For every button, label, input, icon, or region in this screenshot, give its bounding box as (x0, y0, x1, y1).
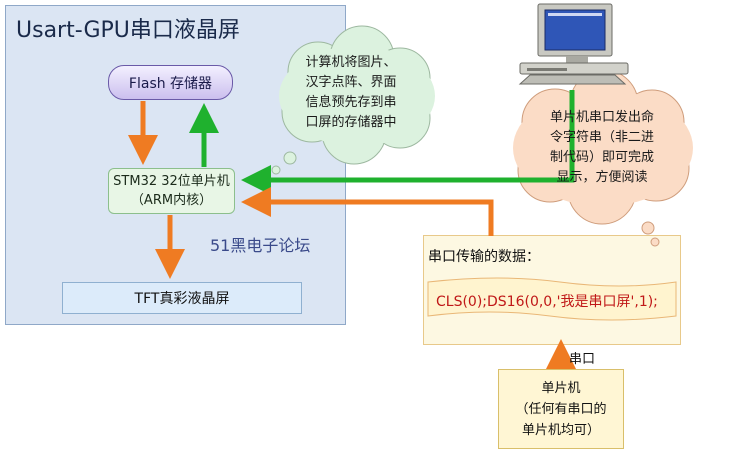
pc-to-cpu-arrow (241, 90, 575, 195)
cloud-mcu-text: 单片机串口发出命 令字符串（非二进 制代码）即可完成 显示，方便阅读 (532, 108, 672, 188)
mcu-line-2: （任何有串口的 (515, 401, 607, 417)
command-text: CLS(0);DS16(0,0,'我是串口屏',1); (436, 294, 658, 310)
command-banner (427, 277, 677, 321)
cpu-line-1: STM32 32位单片机 (113, 174, 230, 189)
diagram-title: Usart-GPU串口液晶屏 (16, 18, 240, 43)
external-mcu-box: 单片机 （任何有串口的 单片机均可） (498, 369, 624, 449)
tft-lcd-box: TFT真彩液晶屏 (62, 282, 302, 314)
flash-storage-box: Flash 存储器 (108, 65, 233, 100)
cloud-pc-line: 汉字点阵、界面 (305, 75, 397, 90)
cpu-line-2: （ARM内核） (130, 193, 213, 208)
cloud-pc-text: 计算机将图片、 汉字点阵、界面 信息预先存到串 口屏的存储器中 (291, 53, 411, 133)
cloud-pc (271, 25, 435, 175)
mcu-line-3: 单片机均可） (521, 422, 600, 438)
data-to-cpu-arrow (241, 187, 494, 236)
computer-icon (518, 3, 629, 85)
cloud-pc-line: 计算机将图片、 (305, 55, 397, 70)
forum-watermark: 51黑电子论坛 (210, 236, 311, 255)
cloud-mcu-line: 令字符串（非二进 (549, 130, 654, 145)
serial-port-label: 串口 (569, 352, 596, 367)
data-title: 串口传输的数据： (428, 249, 540, 265)
cloud-pc-line: 信息预先存到串 (305, 95, 397, 110)
cloud-pc-line: 口屏的存储器中 (305, 115, 397, 130)
cloud-mcu-line: 制代码）即可完成 (549, 150, 654, 165)
cloud-mcu-line: 单片机串口发出命 (549, 110, 654, 125)
stm32-mcu-box: STM32 32位单片机 （ARM内核） (108, 168, 235, 214)
mcu-line-1: 单片机 (541, 380, 581, 396)
cloud-mcu-line: 显示，方便阅读 (556, 170, 648, 185)
